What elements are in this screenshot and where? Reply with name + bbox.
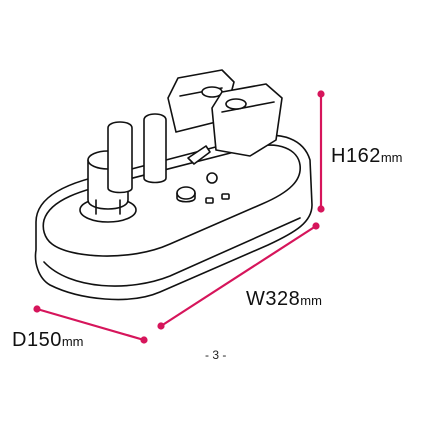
height-label: H162mm <box>331 145 402 168</box>
height-unit: mm <box>380 150 403 165</box>
width-unit: mm <box>300 293 322 308</box>
depth-dimension-line <box>36 307 145 342</box>
cylinder-2 <box>143 113 167 184</box>
depth-unit: mm <box>61 334 84 349</box>
page-number: - 3 - <box>205 348 227 362</box>
depth-value: D150 <box>12 329 62 351</box>
width-label: W328mm <box>246 288 322 311</box>
depth-label: D150mm <box>12 329 83 352</box>
width-value: W328 <box>246 288 301 310</box>
cylinder-1 <box>107 121 133 194</box>
width-dimension-line <box>160 225 317 327</box>
height-value: H162 <box>331 145 381 167</box>
